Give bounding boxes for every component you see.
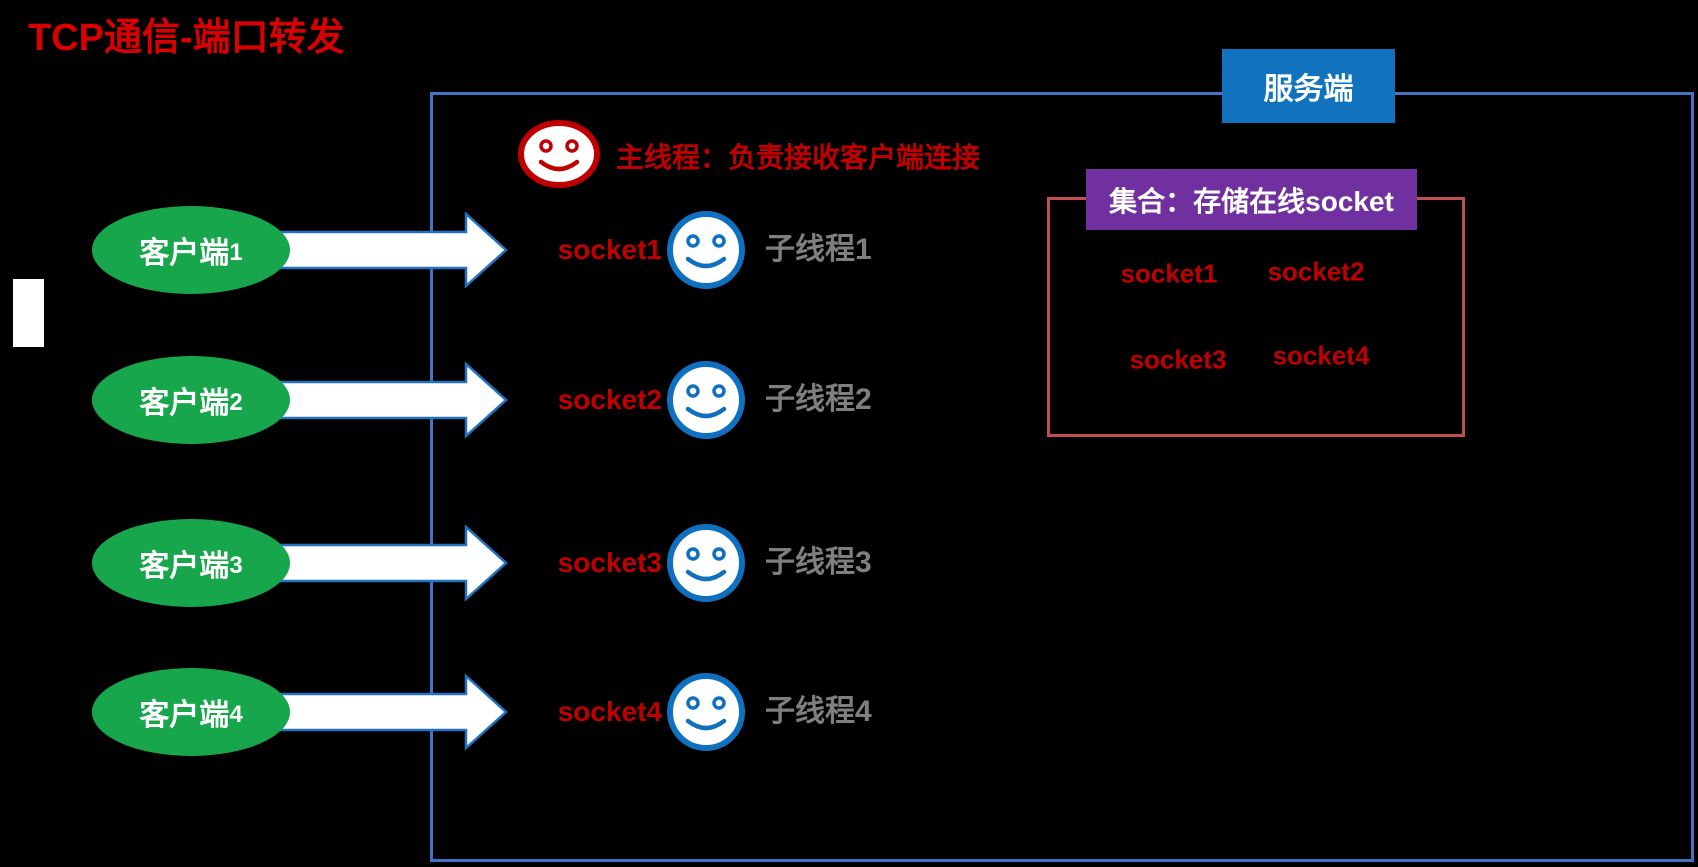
thread-label: 子线程4 — [765, 695, 872, 728]
page-title: TCP通信-端口转发 — [28, 17, 345, 59]
thread-label: 子线程1 — [765, 233, 872, 266]
client-label: 客户端 — [139, 387, 230, 420]
client-number: 4 — [229, 701, 243, 728]
socket-collection-box — [1047, 197, 1465, 437]
thread-label: 子线程3 — [765, 546, 872, 579]
client-arrow-icon — [248, 362, 508, 438]
socket-label: socket3 — [557, 547, 662, 578]
collection-socket-item: socket2 — [1267, 256, 1365, 287]
child-thread-smiley-icon — [667, 524, 745, 602]
socket-collection-header: 集合：存储在线socket — [1086, 169, 1417, 230]
server-badge-label: 服务端 — [1263, 73, 1354, 106]
child-thread-smiley-icon — [667, 211, 745, 289]
client-number: 1 — [229, 239, 243, 266]
collection-socket-item: socket1 — [1120, 258, 1218, 289]
socket-label: socket1 — [557, 234, 662, 265]
client-arrow-icon — [248, 212, 508, 288]
collection-socket-item: socket3 — [1129, 344, 1227, 375]
client-number: 2 — [229, 389, 243, 416]
main-thread-label: 主线程：负责接收客户端连接 — [616, 142, 981, 173]
white-bar — [13, 279, 44, 347]
client-arrow-icon — [248, 525, 508, 601]
server-frame — [430, 92, 1694, 862]
client-number: 3 — [229, 552, 243, 579]
socket-collection-title: 集合：存储在线socket — [1109, 185, 1394, 217]
child-thread-smiley-icon — [667, 361, 745, 439]
socket-label: socket2 — [557, 384, 662, 415]
collection-socket-item: socket4 — [1272, 340, 1370, 371]
server-badge: 服务端 — [1222, 49, 1395, 123]
client-label: 客户端 — [139, 699, 230, 732]
socket-label: socket4 — [557, 696, 662, 727]
thread-label: 子线程2 — [765, 383, 872, 416]
client-arrow-icon — [248, 674, 508, 750]
client-label: 客户端 — [139, 237, 230, 270]
child-thread-smiley-icon — [667, 673, 745, 751]
main-thread-smiley-icon — [518, 120, 600, 188]
client-label: 客户端 — [139, 550, 230, 583]
